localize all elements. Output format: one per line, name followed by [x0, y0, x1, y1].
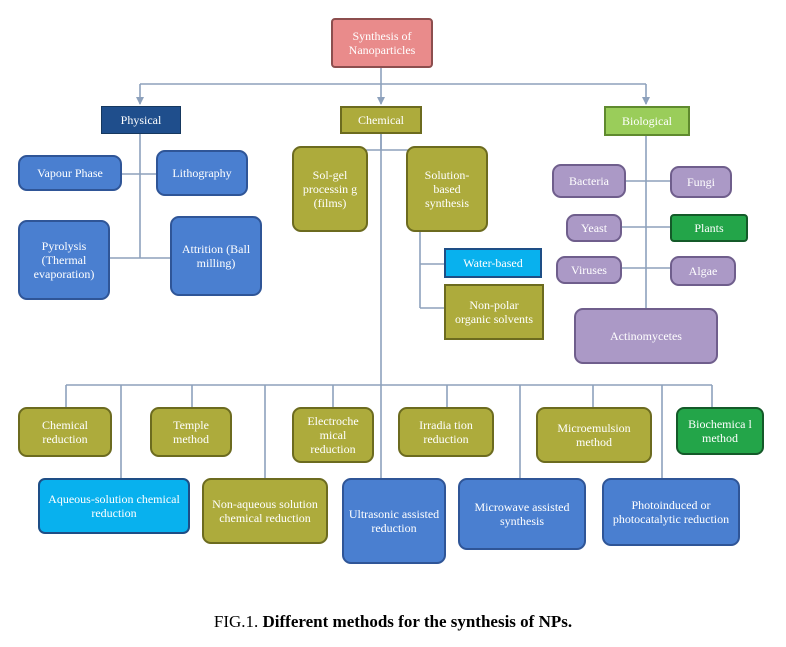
- vapour-phase-node: Vapour Phase: [18, 155, 122, 191]
- microemulsion-method-node: Microemulsion method: [536, 407, 652, 463]
- water-based-node: Water-based: [444, 248, 542, 278]
- physical-node: Physical: [101, 106, 181, 134]
- algae-node: Algae: [670, 256, 736, 286]
- electrochemical-reduction-node: Electroche mical reduction: [292, 407, 374, 463]
- chemical-reduction-node: Chemical reduction: [18, 407, 112, 457]
- figure-caption: FIG.1. Different methods for the synthes…: [0, 612, 786, 632]
- photoinduced-node: Photoinduced or photocatalytic reduction: [602, 478, 740, 546]
- fungi-node: Fungi: [670, 166, 732, 198]
- chemical-node: Chemical: [340, 106, 422, 134]
- temple-method-node: Temple method: [150, 407, 232, 457]
- bacteria-node: Bacteria: [552, 164, 626, 198]
- ultrasonic-node: Ultrasonic assisted reduction: [342, 478, 446, 564]
- plants-node: Plants: [670, 214, 748, 242]
- aqueous-solution-node: Aqueous-solution chemical reduction: [38, 478, 190, 534]
- lithography-node: Lithography: [156, 150, 248, 196]
- viruses-node: Viruses: [556, 256, 622, 284]
- caption-text: Different methods for the synthesis of N…: [262, 612, 573, 631]
- biochemical-method-node: Biochemica l method: [676, 407, 764, 455]
- attrition-node: Attrition (Ball milling): [170, 216, 262, 296]
- biological-node: Biological: [604, 106, 690, 136]
- caption-prefix: FIG.1.: [213, 612, 259, 631]
- sol-gel-node: Sol-gel processin g (films): [292, 146, 368, 232]
- yeast-node: Yeast: [566, 214, 622, 242]
- actinomycetes-node: Actinomycetes: [574, 308, 718, 364]
- microwave-node: Microwave assisted synthesis: [458, 478, 586, 550]
- root-node: Synthesis of Nanoparticles: [331, 18, 433, 68]
- non-polar-node: Non-polar organic solvents: [444, 284, 544, 340]
- non-aqueous-node: Non-aqueous solution chemical reduction: [202, 478, 328, 544]
- solution-based-node: Solution-based synthesis: [406, 146, 488, 232]
- pyrolysis-node: Pyrolysis (Thermal evaporation): [18, 220, 110, 300]
- irradiation-reduction-node: Irradia tion reduction: [398, 407, 494, 457]
